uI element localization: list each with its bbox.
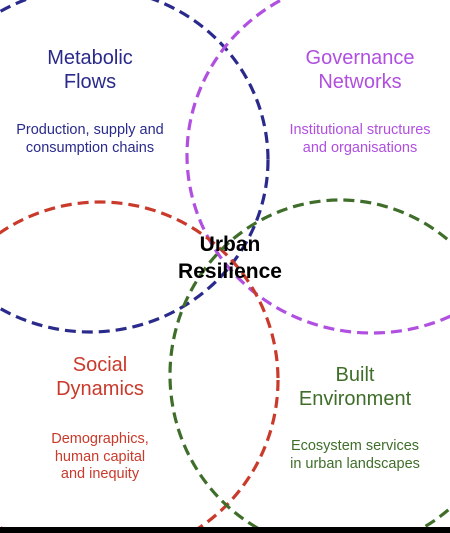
metabolic-flows-description: Production, supply and consumption chain… — [16, 122, 164, 156]
metabolic-flows-title: Metabolic Flows — [47, 47, 133, 94]
social-dynamics-title: Social Dynamics — [56, 354, 144, 401]
governance-networks-title: Governance Networks — [305, 47, 415, 94]
social-dynamics-circle — [0, 200, 280, 533]
social-dynamics-description: Demographics, human capital and inequity — [51, 431, 149, 483]
governance-networks-description: Institutional structures and organisatio… — [289, 122, 431, 156]
built-environment-description: Ecosystem services in urban landscapes — [290, 438, 420, 472]
urban-resilience-label: Urban Resilience — [178, 233, 282, 283]
bottom-border — [0, 527, 450, 533]
metabolic-flows-circle — [0, 0, 270, 334]
built-environment-title: Built Environment — [298, 364, 412, 411]
governance-networks-circle — [185, 0, 450, 335]
